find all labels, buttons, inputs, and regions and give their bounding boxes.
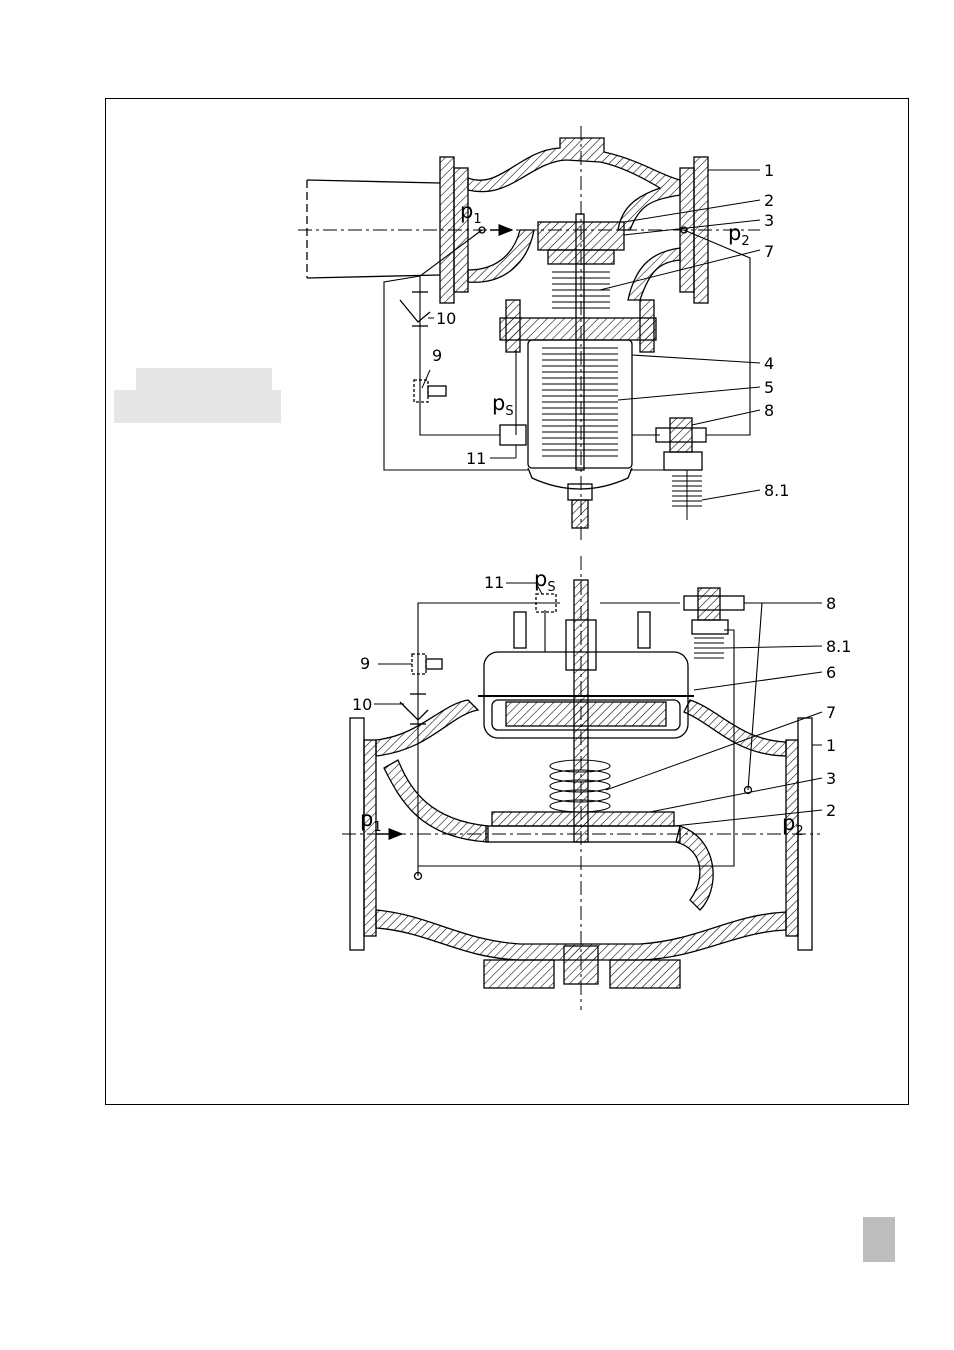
callout-upper-2: 2 <box>764 191 774 210</box>
upper-needle-valve <box>414 380 446 402</box>
lower-needle-valve <box>412 654 442 674</box>
callout-lower-9: 9 <box>360 654 370 673</box>
upper-valve-assembly <box>298 126 760 540</box>
callout-upper-5: 5 <box>764 378 774 397</box>
callout-upper-1: 1 <box>764 161 774 180</box>
callout-upper-9: 9 <box>432 346 442 365</box>
upper-tee <box>500 425 526 445</box>
callout-upper-7: 7 <box>764 242 774 261</box>
upper-strainer <box>400 292 430 326</box>
lower-foot-right <box>610 960 680 988</box>
callout-lower-2: 2 <box>826 801 836 820</box>
callout-upper-10: 10 <box>436 309 456 328</box>
label-lower-p1: p1 <box>360 807 382 835</box>
label-lower-ps: pS <box>534 567 556 595</box>
callout-lower-10: 10 <box>352 695 372 714</box>
upper-bonnet-flange <box>500 318 656 340</box>
callout-lower-8-1: 8.1 <box>826 637 851 656</box>
label-upper-p2: p2 <box>728 221 750 249</box>
upper-bellows <box>542 348 618 456</box>
upper-inlet-pipe <box>307 180 440 278</box>
callout-lower-8: 8 <box>826 594 836 613</box>
lower-temperature-sensor <box>694 638 724 658</box>
upper-valve-body <box>468 138 680 230</box>
upper-temperature-sensor <box>672 470 702 520</box>
callout-lower-1: 1 <box>826 736 836 755</box>
callout-upper-11: 11 <box>466 449 486 468</box>
upper-bottom-cap <box>528 468 632 489</box>
lower-valve-body-top <box>376 700 478 756</box>
callout-upper-4: 4 <box>764 354 774 373</box>
lower-foot-left <box>484 960 554 988</box>
lower-strainer <box>400 694 428 724</box>
callout-upper-3: 3 <box>764 211 774 230</box>
callout-upper-8-1: 8.1 <box>764 481 789 500</box>
upper-pilot-regulator <box>656 418 706 470</box>
callout-upper-8: 8 <box>764 401 774 420</box>
label-upper-ps: pS <box>492 391 514 419</box>
callout-lower-3: 3 <box>826 769 836 788</box>
label-lower-p2: p2 <box>782 811 804 839</box>
callout-lower-11: 11 <box>484 573 504 592</box>
lower-valve-partition <box>384 760 488 842</box>
lower-pilot-regulator <box>684 588 744 634</box>
callout-lower-7: 7 <box>826 703 836 722</box>
callout-lower-6: 6 <box>826 663 836 682</box>
upper-bellows-housing <box>528 340 632 468</box>
lower-valve-assembly <box>342 556 822 1010</box>
label-upper-p1: p1 <box>460 199 482 227</box>
